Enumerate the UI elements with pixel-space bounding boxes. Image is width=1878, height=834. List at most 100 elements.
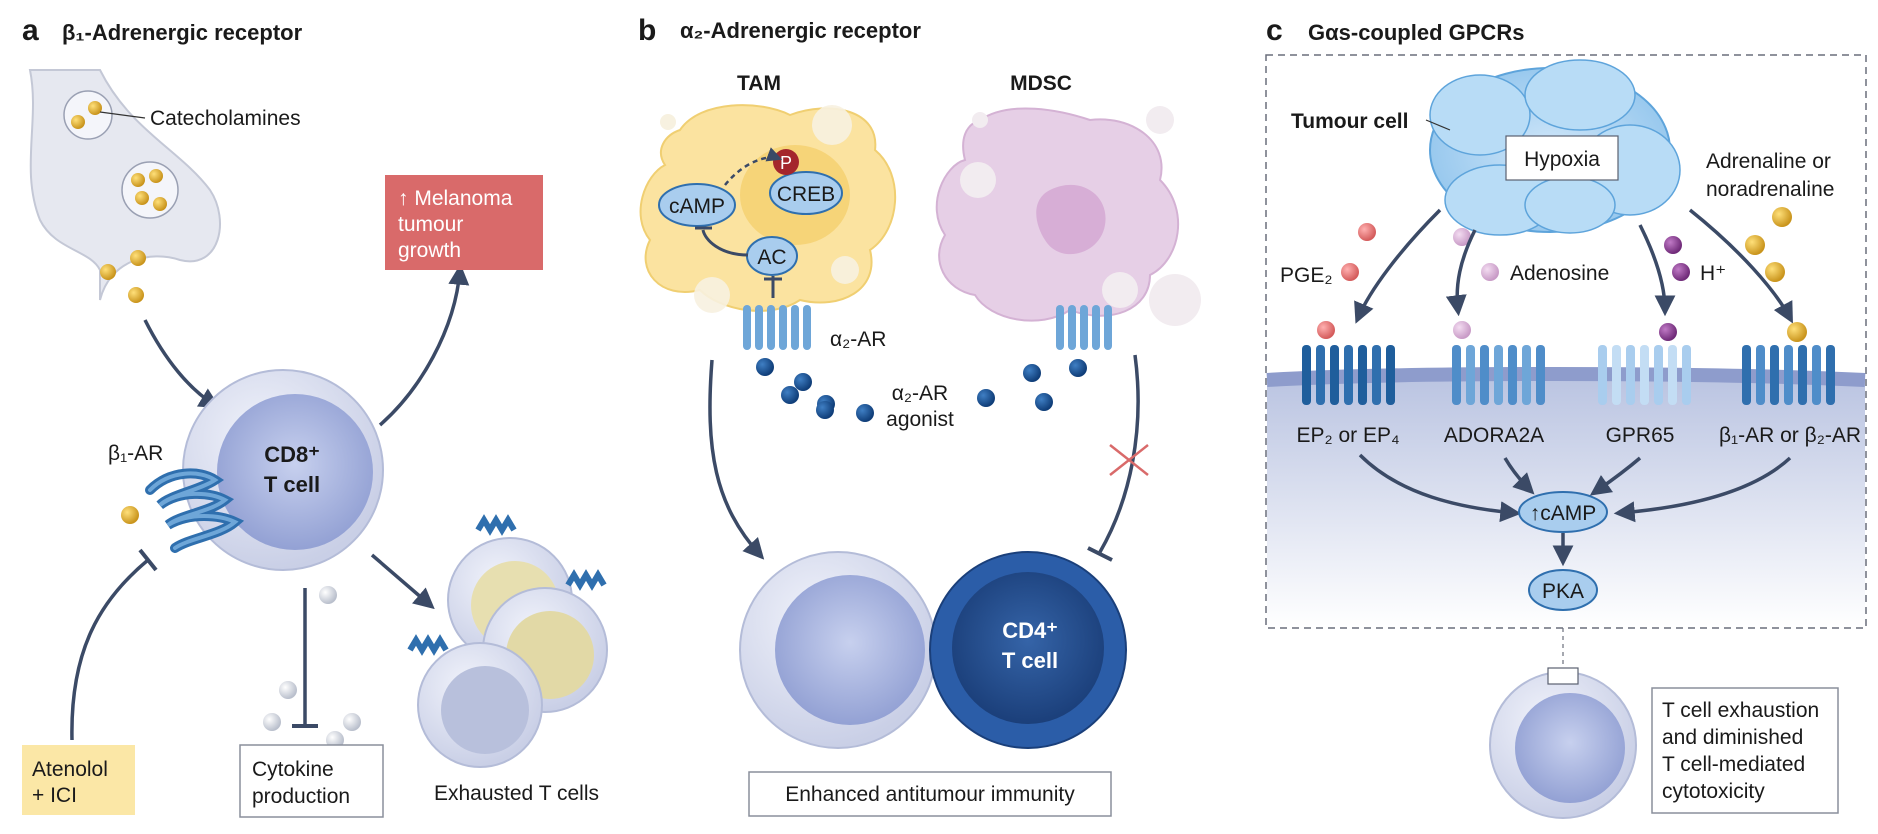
hplus-bound — [1659, 323, 1677, 341]
tam-vesicle — [694, 277, 730, 313]
hplus-molecule — [1664, 236, 1682, 254]
gpr65-label: GPR65 — [1606, 424, 1675, 447]
tumour-adora-arrow — [1445, 229, 1477, 317]
panel-c-letter: c — [1266, 14, 1283, 47]
adrenaline-arrow — [1688, 208, 1793, 324]
gpr65-receptor — [1598, 345, 1691, 405]
tam-label: TAM — [737, 72, 781, 95]
atenolol-inhibition — [70, 558, 150, 741]
panel-c: c Gαs-coupled GPCRs Hypoxia Tumour cell … — [1265, 14, 1867, 819]
t-cell-c-nucleus — [1515, 693, 1625, 803]
adenosine-molecule — [1453, 228, 1471, 246]
cytokine-molecule — [263, 713, 281, 731]
melanoma-line3: growth — [398, 239, 461, 262]
vesicle — [63, 90, 113, 140]
cd8-label-line1: CD8⁺ — [264, 442, 320, 467]
cytokine-molecule — [319, 586, 337, 604]
inhibition-bar — [138, 548, 158, 572]
hplus-label: H⁺ — [1700, 262, 1726, 285]
cd4-label-line1: CD4⁺ — [1002, 618, 1058, 643]
cd8-label-line2: T cell — [264, 472, 320, 497]
ep-camp-arrow — [1358, 453, 1522, 523]
zoom-box — [1547, 667, 1579, 685]
melanoma-arrow — [378, 263, 470, 427]
catecholamine-molecule — [88, 101, 102, 115]
atenolol-line2: + ICI — [32, 784, 77, 807]
catecholamine-molecule — [135, 191, 149, 205]
catecholamine-molecule — [121, 506, 139, 524]
mdsc-vesicle — [1149, 274, 1201, 326]
beta-ar-label: β₁-AR or β₂-AR — [1719, 424, 1861, 447]
atenolol-line1: Atenolol — [32, 758, 108, 781]
mdsc-label: MDSC — [1010, 72, 1072, 95]
camp-node — [658, 183, 736, 227]
exhausted-label: Exhausted T cells — [434, 782, 599, 805]
cytokine-molecule — [343, 713, 361, 731]
exhausted-t-cells — [407, 514, 608, 768]
tam-to-tcell-arrow — [708, 359, 765, 560]
melanoma-outcome-box — [385, 175, 543, 270]
beta1-ar-label: β₁-AR — [108, 442, 163, 465]
adrenaline-line1: Adrenaline or — [1706, 150, 1831, 173]
cytokine-box — [239, 744, 384, 818]
pge2-label: PGE₂ — [1280, 264, 1333, 287]
mdsc-vesicle — [960, 162, 996, 198]
leader-line — [99, 111, 146, 119]
tumour-cell-cluster — [1429, 59, 1681, 236]
ac-label: AC — [757, 246, 786, 269]
vesicle — [121, 161, 179, 219]
creb-label: CREB — [777, 183, 835, 206]
tumour-cell-label: Tumour cell — [1291, 110, 1408, 133]
pge2-bound — [1317, 321, 1335, 339]
panel-a-title: β₁-Adrenergic receptor — [62, 20, 303, 45]
melanoma-line1: ↑ Melanoma — [398, 187, 513, 210]
exhaustion-arrow — [370, 553, 435, 610]
tam-vesicle — [831, 256, 859, 284]
agonist-line2: agonist — [886, 408, 954, 431]
mdsc-vesicle — [1102, 272, 1138, 308]
pka-label: PKA — [1542, 580, 1584, 603]
cd4-label-line2: T cell — [1002, 648, 1058, 673]
camp-node — [1518, 491, 1608, 533]
catecholamine-molecule — [71, 115, 85, 129]
gpr65-camp-arrow — [1589, 456, 1642, 496]
pge2-molecule — [1341, 263, 1359, 281]
catecholamine-molecule — [100, 264, 116, 280]
melanoma-line2: tumour — [398, 213, 463, 236]
cytokine-molecule — [279, 681, 297, 699]
adenosine-label: Adenosine — [1510, 262, 1609, 285]
catecholamine-molecule — [128, 287, 144, 303]
beta-ar-receptor — [1742, 345, 1835, 405]
adenosine-molecule — [1481, 263, 1499, 281]
tam-vesicle — [660, 114, 676, 130]
catecholamines-label: Catecholamines — [150, 107, 301, 130]
exhaustion-line4: cytotoxicity — [1662, 780, 1765, 803]
ep-receptor — [1302, 345, 1395, 405]
mdsc-vesicle — [1146, 106, 1174, 134]
atenolol-box — [22, 745, 135, 815]
alpha2-ar-label: α₂-AR — [830, 328, 886, 351]
cytokine-line1: Cytokine — [252, 758, 334, 781]
panel-a-letter: a — [22, 14, 39, 47]
alpha2-ar-agonist-molecules — [756, 358, 1087, 422]
adrenaline-bound — [1787, 322, 1807, 342]
exhaustion-box — [1651, 687, 1839, 814]
beta-camp-arrow — [1613, 456, 1792, 523]
panel-c-title: Gαs-coupled GPCRs — [1308, 20, 1524, 45]
mdsc-nucleus — [1036, 184, 1106, 255]
release-arrow — [143, 319, 221, 409]
pge2-molecule — [1358, 223, 1376, 241]
agonist-line1: α₂-AR — [892, 382, 948, 405]
tam-vesicle — [812, 105, 852, 145]
camp-label: ↑cAMP — [1530, 502, 1597, 525]
ep-label: EP₂ or EP₄ — [1296, 424, 1399, 447]
cytokine-line2: production — [252, 785, 350, 808]
exhaustion-line3: T cell-mediated — [1662, 753, 1805, 776]
hplus-molecule — [1672, 263, 1690, 281]
catecholamine-molecule — [131, 173, 145, 187]
exhaustion-line2: and diminished — [1662, 726, 1803, 749]
catecholamine-molecule — [130, 250, 146, 266]
panel-a: a β₁-Adrenergic receptor Catecholamines … — [22, 14, 608, 818]
catecholamine-molecule — [153, 197, 167, 211]
